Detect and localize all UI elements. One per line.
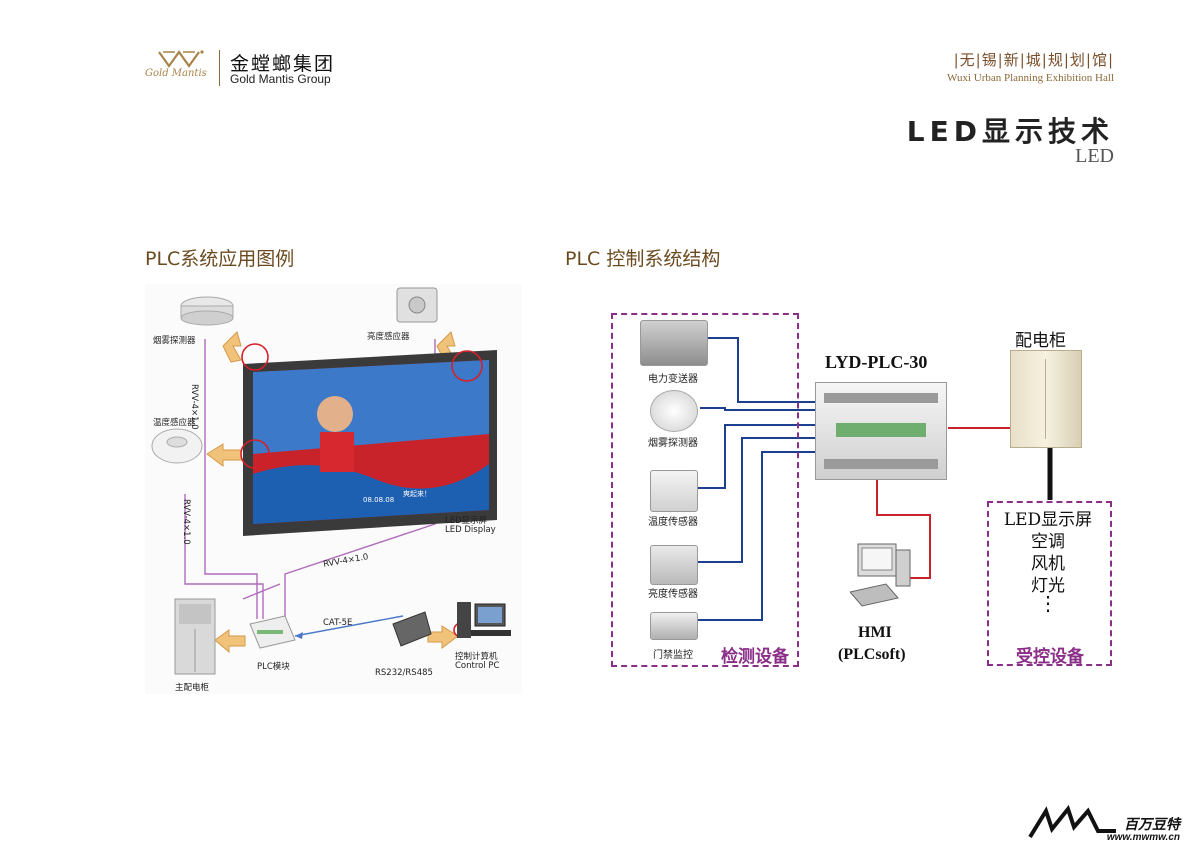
led-display-icon — [243, 350, 497, 536]
label-smoke-detector: 烟雾探测器 — [153, 336, 196, 346]
sensor-label: 电力变送器 — [648, 374, 698, 385]
brand-name-cn: 金螳螂集团 — [230, 53, 336, 75]
label-control-pc-en: Control PC — [455, 661, 500, 671]
detection-devices-group — [611, 313, 799, 667]
right-section-title: PLC 控制系统结构 — [565, 248, 721, 270]
sensor-label: 烟雾探测器 — [648, 438, 698, 449]
controlled-devices-label: 受控设备 — [1016, 647, 1084, 667]
control-pc-icon — [457, 602, 511, 638]
sensor-label: 温度传感器 — [648, 517, 698, 528]
plc-module-icon — [249, 615, 296, 649]
label-brightness-sensor: 亮度感应器 — [367, 332, 410, 342]
gold-mantis-logo: Gold Mantis — [145, 48, 213, 88]
controlled-devices-group — [987, 501, 1112, 666]
footer-brand: 百万豆特 — [1124, 817, 1180, 833]
controlled-item: 风机 — [1031, 554, 1065, 574]
distribution-cabinet-label: 配电柜 — [1015, 331, 1066, 351]
sensor-label: 亮度传感器 — [648, 589, 698, 600]
detect-devices-label: 检测设备 — [721, 647, 789, 667]
label-screen-time: 08.08.08 — [363, 496, 395, 504]
controlled-item: 灯光 — [1031, 576, 1065, 596]
label-temperature-sensor: 温度感应器 — [153, 418, 196, 428]
logo-script: Gold Mantis — [145, 68, 207, 79]
controlled-item: 空调 — [1031, 532, 1065, 552]
brand-name-en: Gold Mantis Group — [230, 72, 331, 86]
label-rs232: RS232/RS485 — [375, 668, 433, 678]
hmi-computer-icon — [849, 540, 911, 607]
hmi-software-label: (PLCsoft) — [838, 646, 906, 663]
sensor-label: 门禁监控 — [653, 650, 693, 661]
smoke-detector-icon — [180, 296, 234, 326]
label-led-display-cn: LED显示屏 — [445, 516, 488, 526]
hall-name-cn: |无|锡|新|城|规|划|馆| — [953, 51, 1114, 69]
distribution-cabinet-icon — [1010, 350, 1082, 448]
plc-model-label: LYD-PLC-30 — [825, 352, 928, 372]
brightness-sensor-icon — [650, 545, 698, 585]
label-control-pc-cn: 控制计算机 — [455, 652, 498, 662]
temperature-sensor-icon — [151, 428, 203, 464]
hall-name-en: Wuxi Urban Planning Exhibition Hall — [947, 72, 1114, 84]
brightness-sensor-icon — [396, 287, 438, 323]
mwmw-logo-icon — [1028, 804, 1118, 841]
label-main-cabinet: 主配电柜 — [175, 683, 210, 693]
page-title: LED显示技术 — [906, 115, 1114, 148]
label-plc-module: PLC模块 — [257, 662, 290, 672]
access-camera-icon — [650, 612, 698, 640]
plc-controller-icon — [815, 382, 947, 480]
page-subtitle: LED — [1075, 145, 1114, 167]
power-transmitter-icon — [640, 320, 708, 366]
controlled-item: LED显示屏 — [1003, 510, 1093, 530]
left-section-title: PLC系统应用图例 — [145, 248, 295, 270]
hmi-label: HMI — [858, 624, 892, 641]
temperature-sensor-icon — [650, 470, 698, 512]
footer-url: www.mwmw.cn — [1106, 832, 1180, 843]
logo-separator — [219, 50, 220, 86]
label-screen-slogan: 爽起来！ — [403, 490, 431, 498]
label-led-display-en: LED Display — [445, 525, 496, 535]
rs232-converter-icon — [392, 611, 432, 647]
label-cat5e: CAT-5E — [323, 618, 353, 628]
plc-application-diagram: 烟雾探测器 亮度感应器 温度感应器 RVV-4×1.0 RVV-4×1.0 RV… — [145, 284, 522, 694]
smoke-detector-icon — [650, 390, 698, 432]
controlled-item-more: ⋮ — [1038, 591, 1058, 615]
main-cabinet-icon — [174, 598, 216, 675]
